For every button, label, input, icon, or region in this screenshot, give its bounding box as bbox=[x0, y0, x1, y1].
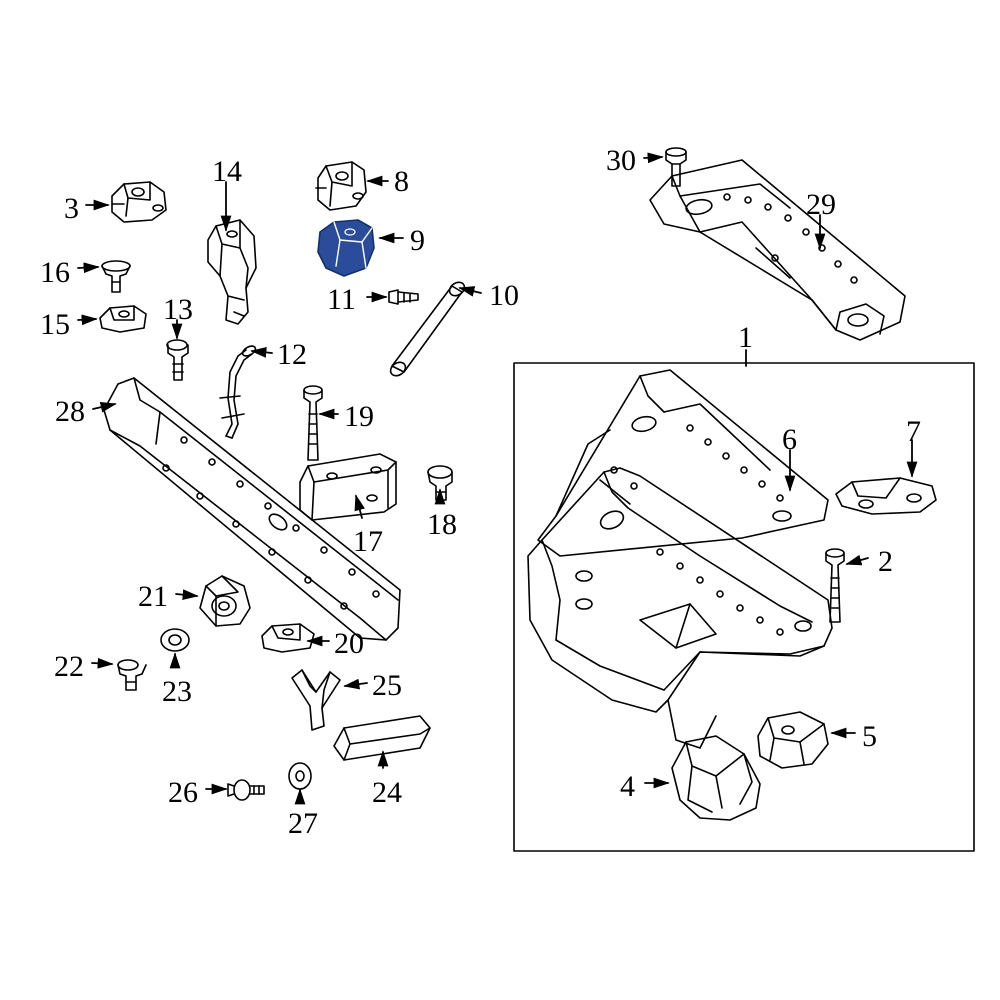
callout-2: 2 bbox=[878, 545, 893, 578]
callout-8: 8 bbox=[394, 165, 409, 198]
callout-16: 16 bbox=[40, 256, 70, 289]
part-4 bbox=[671, 735, 761, 821]
callout-10: 10 bbox=[489, 279, 519, 312]
callout-6: 6 bbox=[782, 423, 797, 456]
part-28 bbox=[103, 377, 401, 641]
callout-26: 26 bbox=[168, 776, 198, 809]
part-8 bbox=[315, 161, 367, 211]
part-25 bbox=[291, 669, 341, 731]
callout-25: 25 bbox=[372, 669, 402, 702]
part-24 bbox=[333, 715, 431, 761]
callout-17: 17 bbox=[353, 525, 383, 558]
part-10 bbox=[389, 281, 466, 377]
part-17 bbox=[299, 453, 397, 521]
part-7 bbox=[835, 477, 937, 515]
part-13 bbox=[166, 339, 189, 381]
radiator-support-assembly bbox=[527, 467, 833, 749]
callout-18: 18 bbox=[427, 508, 457, 541]
part-5 bbox=[757, 711, 829, 769]
part-22 bbox=[117, 659, 147, 691]
part-9-highlighted bbox=[317, 219, 375, 277]
part-20 bbox=[261, 623, 315, 653]
part-15 bbox=[99, 305, 147, 333]
part-14 bbox=[207, 219, 257, 325]
callout-22: 22 bbox=[54, 650, 84, 683]
part-16 bbox=[101, 260, 131, 293]
callout-20: 20 bbox=[334, 627, 364, 660]
callout-28: 28 bbox=[55, 395, 85, 428]
part-19 bbox=[303, 385, 323, 461]
callout-27: 27 bbox=[288, 807, 318, 840]
part-23 bbox=[160, 628, 190, 652]
callout-30: 30 bbox=[606, 144, 636, 177]
callout-23: 23 bbox=[162, 675, 192, 708]
callout-29: 29 bbox=[806, 188, 836, 221]
group-box-1 bbox=[513, 362, 975, 852]
callout-5: 5 bbox=[862, 720, 877, 753]
callout-15: 15 bbox=[40, 308, 70, 341]
callout-4: 4 bbox=[620, 770, 635, 803]
leader-lines bbox=[77, 152, 918, 805]
callout-14: 14 bbox=[212, 155, 242, 188]
callout-13: 13 bbox=[163, 293, 193, 326]
callout-1: 1 bbox=[738, 321, 753, 354]
part-26 bbox=[227, 779, 265, 801]
part-3 bbox=[111, 181, 167, 223]
callout-24: 24 bbox=[372, 776, 402, 809]
callout-21: 21 bbox=[138, 580, 168, 613]
callout-11: 11 bbox=[327, 283, 356, 316]
callout-19: 19 bbox=[344, 400, 374, 433]
part-21 bbox=[199, 575, 251, 627]
callout-9: 9 bbox=[410, 224, 425, 257]
callout-3: 3 bbox=[64, 192, 79, 225]
part-11 bbox=[388, 289, 419, 305]
callout-7: 7 bbox=[906, 415, 921, 448]
part-30 bbox=[665, 147, 687, 187]
part-27 bbox=[288, 762, 312, 790]
callout-12: 12 bbox=[277, 338, 307, 371]
part-6 bbox=[537, 369, 829, 557]
part-12 bbox=[219, 345, 257, 439]
part-29 bbox=[649, 159, 906, 341]
part-2 bbox=[825, 548, 845, 623]
